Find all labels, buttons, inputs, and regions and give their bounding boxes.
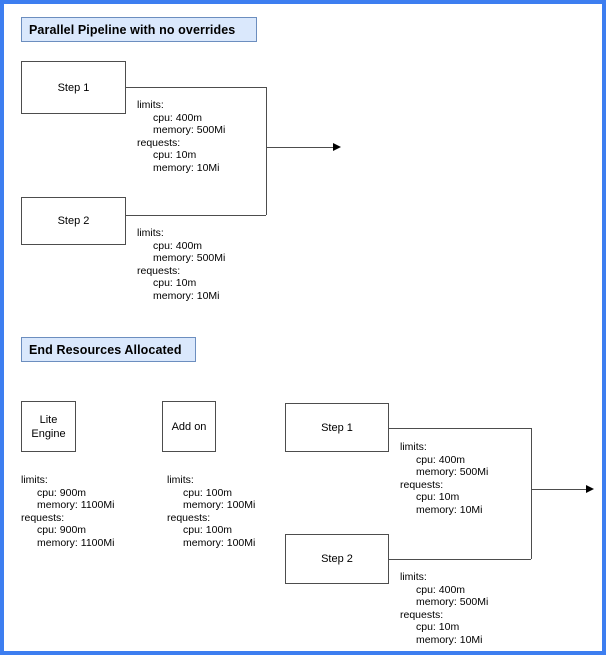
node-top-step-2[interactable]: Step 2 bbox=[21, 197, 126, 245]
arrow-head-icon-top-output bbox=[333, 143, 341, 151]
connector-top-step-2-to-bus bbox=[126, 215, 266, 216]
spec-limits-memory: memory: 1100Mi bbox=[37, 499, 115, 512]
node-bottom-step-1[interactable]: Step 1 bbox=[285, 403, 389, 452]
spec-requests-memory: memory: 10Mi bbox=[153, 289, 220, 302]
connector-bottom-merge-bus bbox=[531, 428, 532, 559]
connector-bottom-output-line bbox=[531, 489, 587, 490]
spec-limits-memory: memory: 500Mi bbox=[416, 466, 489, 479]
node-add-on[interactable]: Add on bbox=[162, 401, 216, 452]
spec-limits-cpu: cpu: 400m bbox=[153, 239, 203, 252]
arrow-head-icon-bottom-output bbox=[586, 485, 594, 493]
spec-lite-engine: limits: cpu: 900m memory: 1100Mi request… bbox=[21, 474, 114, 550]
spec-requests-cpu: cpu: 100m bbox=[183, 524, 233, 537]
spec-requests-cpu: cpu: 10m bbox=[416, 491, 460, 504]
spec-limits-key: limits: bbox=[400, 441, 427, 453]
spec-add-on: limits: cpu: 100m memory: 100Mi requests… bbox=[167, 474, 255, 550]
spec-requests-key: requests: bbox=[400, 608, 444, 621]
spec-requests-cpu: cpu: 10m bbox=[153, 149, 197, 162]
spec-bottom-step-2: limits: cpu: 400m memory: 500Mi requests… bbox=[400, 571, 488, 647]
node-bottom-step-2-label: Step 2 bbox=[321, 553, 353, 565]
spec-requests-memory: memory: 10Mi bbox=[153, 161, 220, 174]
spec-requests-key: requests: bbox=[167, 511, 211, 524]
section-title-parallel-pipeline: Parallel Pipeline with no overrides bbox=[21, 17, 257, 42]
connector-top-step-1-to-bus bbox=[126, 87, 266, 88]
connector-bottom-step-1-to-bus bbox=[389, 428, 531, 429]
connector-bottom-step-2-to-bus bbox=[389, 559, 531, 560]
spec-limits-memory: memory: 100Mi bbox=[183, 499, 256, 512]
spec-limits-cpu: cpu: 400m bbox=[153, 111, 203, 124]
spec-requests-cpu: cpu: 900m bbox=[37, 524, 87, 537]
spec-limits-cpu: cpu: 100m bbox=[183, 486, 233, 499]
spec-requests-memory: memory: 10Mi bbox=[416, 633, 483, 646]
node-lite-engine[interactable]: Lite Engine bbox=[21, 401, 76, 452]
node-bottom-step-2[interactable]: Step 2 bbox=[285, 534, 389, 584]
spec-limits-memory: memory: 500Mi bbox=[153, 124, 226, 137]
node-add-on-label: Add on bbox=[171, 420, 207, 433]
spec-limits-memory: memory: 500Mi bbox=[416, 596, 489, 609]
spec-limits-key: limits: bbox=[137, 99, 164, 111]
spec-requests-memory: memory: 100Mi bbox=[183, 536, 256, 549]
node-top-step-1-label: Step 1 bbox=[57, 81, 90, 94]
diagram-canvas: Parallel Pipeline with no overrides Step… bbox=[4, 4, 602, 651]
spec-limits-cpu: cpu: 400m bbox=[416, 453, 466, 466]
spec-requests-key: requests: bbox=[21, 511, 65, 524]
spec-limits-memory: memory: 500Mi bbox=[153, 252, 226, 265]
spec-limits-cpu: cpu: 400m bbox=[416, 583, 466, 596]
spec-requests-memory: memory: 10Mi bbox=[416, 503, 483, 516]
connector-top-merge-bus bbox=[266, 87, 267, 215]
spec-top-step-1: limits: cpu: 400m memory: 500Mi requests… bbox=[137, 99, 225, 175]
spec-requests-key: requests: bbox=[137, 264, 181, 277]
spec-limits-cpu: cpu: 900m bbox=[37, 486, 87, 499]
node-top-step-1[interactable]: Step 1 bbox=[21, 61, 126, 114]
spec-limits-key: limits: bbox=[167, 474, 194, 486]
node-bottom-step-1-label: Step 1 bbox=[321, 421, 353, 434]
spec-limits-key: limits: bbox=[21, 474, 48, 486]
spec-requests-cpu: cpu: 10m bbox=[153, 277, 197, 290]
connector-top-output-line bbox=[266, 147, 334, 148]
spec-limits-key: limits: bbox=[400, 571, 427, 583]
spec-limits-key: limits: bbox=[137, 227, 164, 239]
section-title-end-resources: End Resources Allocated bbox=[21, 337, 196, 362]
spec-bottom-step-1: limits: cpu: 400m memory: 500Mi requests… bbox=[400, 441, 488, 517]
node-lite-engine-label: Lite Engine bbox=[31, 413, 66, 440]
spec-requests-key: requests: bbox=[400, 478, 444, 491]
spec-requests-memory: memory: 1100Mi bbox=[37, 536, 115, 549]
spec-requests-key: requests: bbox=[137, 136, 181, 149]
node-top-step-2-label: Step 2 bbox=[57, 215, 90, 227]
spec-requests-cpu: cpu: 10m bbox=[416, 621, 460, 634]
spec-top-step-2: limits: cpu: 400m memory: 500Mi requests… bbox=[137, 227, 225, 303]
